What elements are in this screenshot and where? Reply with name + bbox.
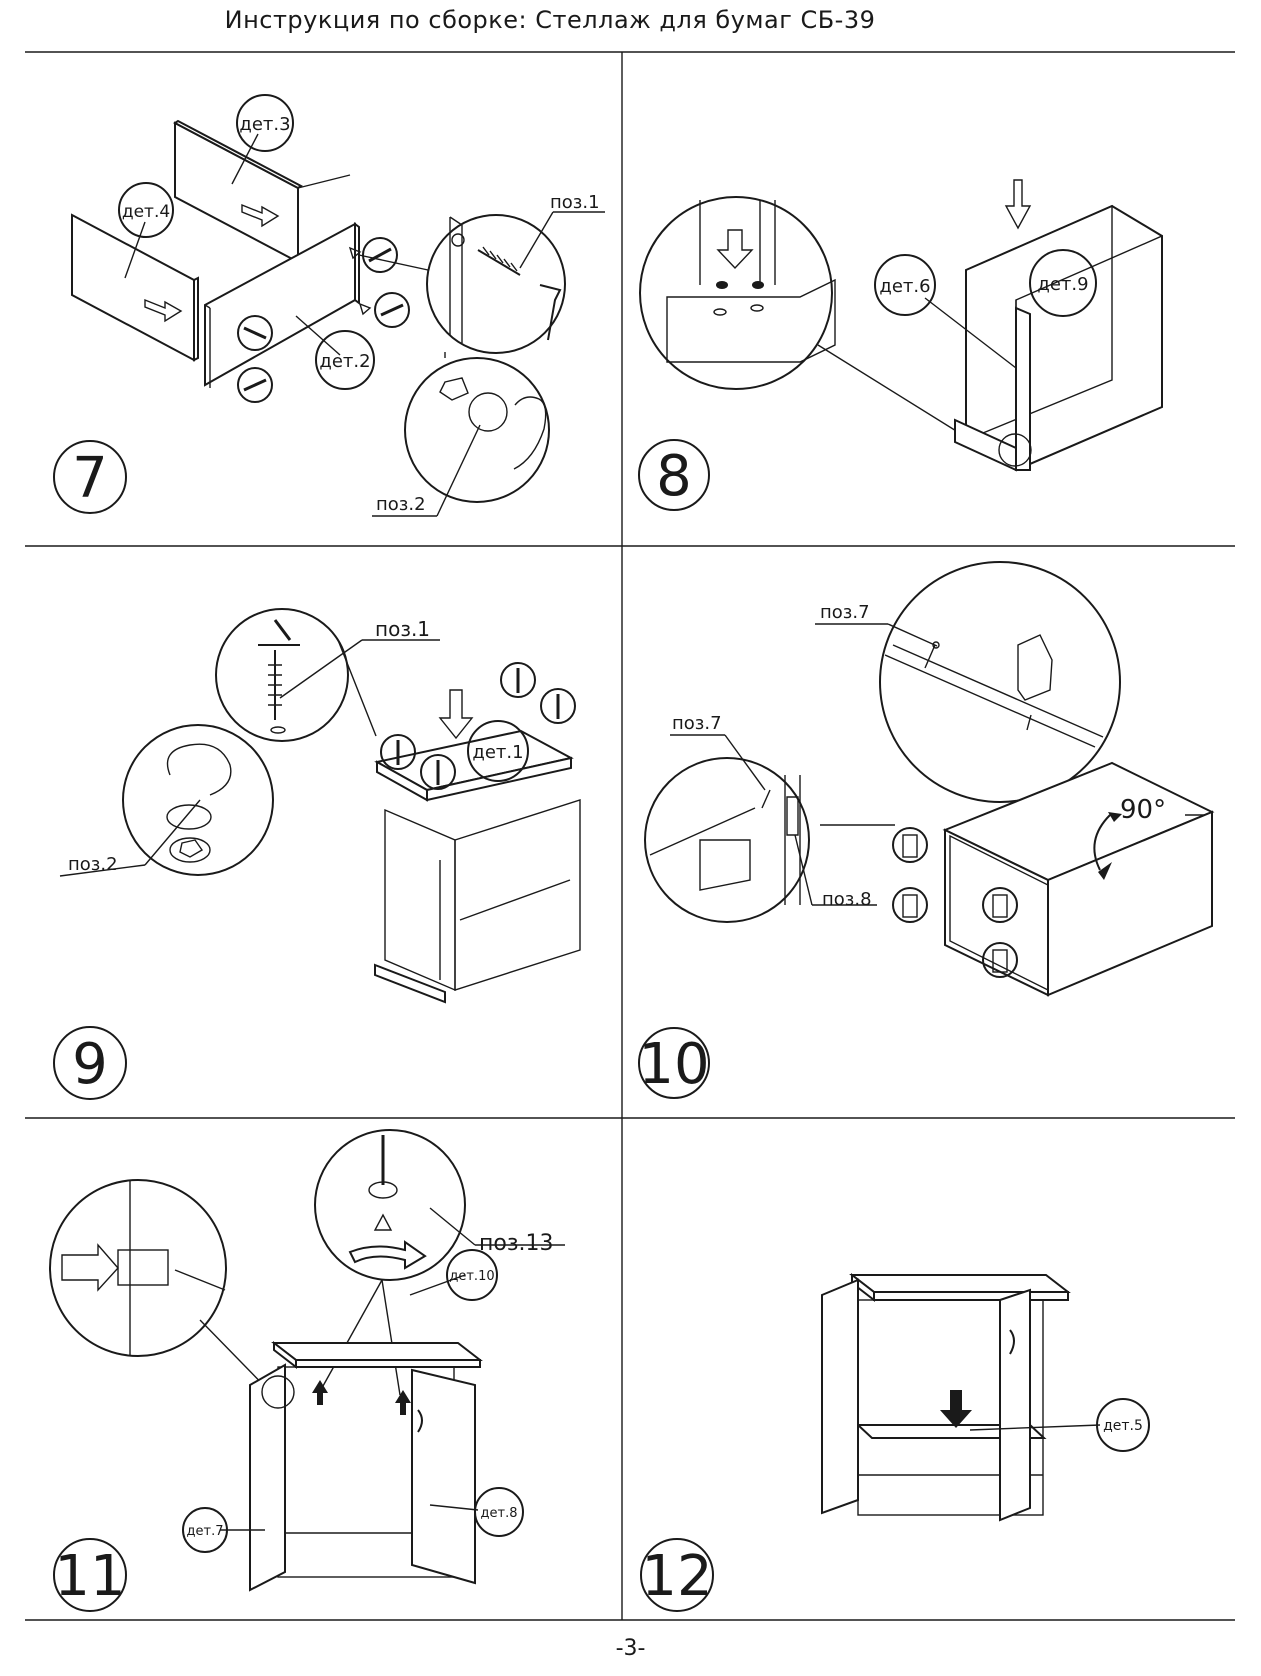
step-11: поз.13 дет.10 дет.7 дет.8 11 xyxy=(49,1129,565,1612)
step-number-10: 10 xyxy=(638,1032,709,1097)
label-pos8: поз.8 xyxy=(822,889,872,910)
step-8: дет.6 дет.9 8 xyxy=(638,179,1163,511)
label-pos7-left: поз.7 xyxy=(672,713,722,734)
label-part1: дет.1 xyxy=(472,742,523,763)
page-number: -3- xyxy=(615,1636,646,1661)
label-pos7-top: поз.7 xyxy=(820,602,870,623)
step-number-9: 9 xyxy=(72,1032,108,1097)
label-part5: дет.5 xyxy=(1103,1418,1143,1434)
panel-grid xyxy=(25,51,1235,1621)
label-pos13: поз.13 xyxy=(479,1231,554,1256)
dowel-icon-group xyxy=(237,237,410,403)
label-part6: дет.6 xyxy=(879,276,930,297)
label-part2: дет.2 xyxy=(319,351,370,372)
label-pos2: поз.2 xyxy=(68,854,118,875)
step-10: поз.7 поз.7 поз.8 90° 10 xyxy=(638,561,1215,1099)
label-part3: дет.3 xyxy=(239,114,290,135)
step-number-8: 8 xyxy=(656,444,692,509)
step-12: дет.5 12 xyxy=(640,1272,1150,1612)
step-number-7: 7 xyxy=(72,446,108,511)
label-part10: дет.10 xyxy=(449,1269,494,1284)
label-pos2: поз.2 xyxy=(376,494,426,515)
label-pos1: поз.1 xyxy=(550,192,600,213)
page-title: Инструкция по сборке: Стеллаж для бумаг … xyxy=(224,6,876,34)
label-part8: дет.8 xyxy=(481,1506,518,1521)
label-pos1: поз.1 xyxy=(375,617,430,641)
step-7: дет.3 дет.4 дет.2 поз.1 поз.2 7 xyxy=(53,94,605,517)
label-part7: дет.7 xyxy=(187,1524,224,1539)
label-part9: дет.9 xyxy=(1037,274,1088,295)
label-part4: дет.4 xyxy=(122,202,170,222)
step-number-11: 11 xyxy=(54,1544,125,1609)
step-number-12: 12 xyxy=(641,1544,712,1609)
step-9: поз.1 поз.2 дет.1 9 xyxy=(53,608,581,1100)
label-angle: 90° xyxy=(1120,795,1166,825)
